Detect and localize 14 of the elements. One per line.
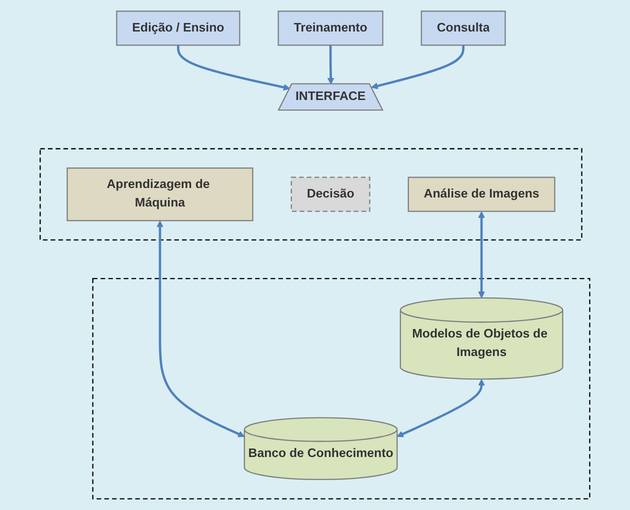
cluster bbox=[92, 278, 590, 500]
arrow bbox=[371, 45, 464, 90]
arrow bbox=[396, 379, 485, 438]
node-box: Decisão bbox=[290, 176, 370, 212]
node-box: Aprendizagem de Máquina bbox=[66, 167, 254, 222]
node-box: Treinamento bbox=[278, 10, 384, 46]
node-box: Consulta bbox=[420, 10, 506, 46]
cluster bbox=[40, 148, 582, 241]
arrow bbox=[327, 45, 334, 85]
node-box: Edição / Ensino bbox=[116, 10, 240, 46]
arrow bbox=[478, 211, 485, 298]
node-box: Análise de Imagens bbox=[408, 176, 556, 212]
arrow bbox=[156, 220, 245, 438]
arrow bbox=[177, 45, 290, 91]
